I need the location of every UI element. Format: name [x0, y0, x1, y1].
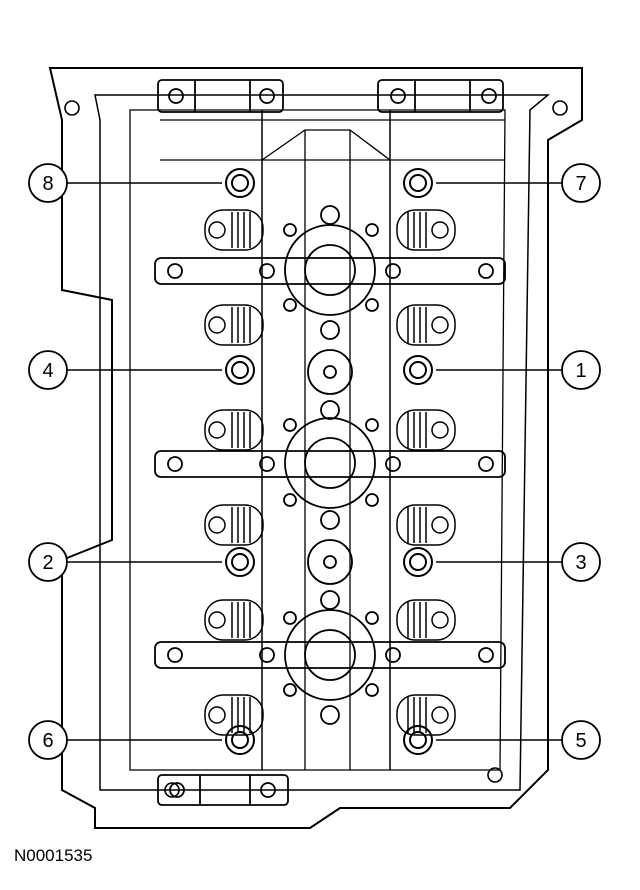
- camshaft-bearing-caps: [154, 205, 506, 725]
- callout-number: 7: [575, 173, 586, 195]
- front-bearing-caps: [157, 79, 504, 806]
- callout-number: 2: [42, 552, 53, 574]
- callout-6: 6: [28, 720, 222, 760]
- valve-springs: [204, 209, 456, 736]
- head-bolts: [225, 168, 433, 755]
- figure-id: N0001535: [14, 846, 93, 865]
- cylinder-head-outline: [48, 67, 583, 829]
- callout-7: 7: [436, 163, 601, 203]
- callout-8: 8: [28, 163, 222, 203]
- callout-number: 6: [42, 730, 53, 752]
- callout-number: 5: [575, 730, 586, 752]
- callout-number: 3: [575, 552, 586, 574]
- callout-number: 8: [42, 173, 53, 195]
- callout-2: 2: [28, 542, 222, 582]
- callout-4: 4: [28, 350, 222, 390]
- callout-5: 5: [436, 720, 601, 760]
- callout-3: 3: [436, 542, 601, 582]
- corner-dowel-holes: [64, 100, 568, 798]
- callout-number: 4: [42, 360, 53, 382]
- callout-number: 1: [575, 360, 586, 382]
- callout-1: 1: [436, 350, 601, 390]
